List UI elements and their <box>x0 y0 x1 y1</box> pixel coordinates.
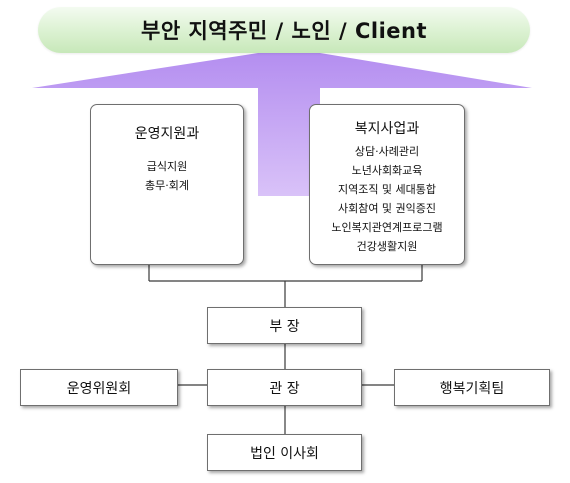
committee-label: 운영위원회 <box>66 380 132 397</box>
dept-item: 노년사회화교육 <box>351 164 423 177</box>
dept-box-welfare: 복지사업과 상담·사례관리 노년사회화교육 지역조직 및 세대통합 사회참여 및… <box>309 104 465 265</box>
manager-box: 부 장 <box>207 307 362 344</box>
committee-box: 운영위원회 <box>20 369 178 406</box>
dept-item: 상담·사례관리 <box>354 145 420 158</box>
upward-arrow <box>32 53 532 196</box>
client-banner: 부안 지역주민 / 노인 / Client <box>38 7 530 53</box>
dept-box-operations: 운영지원과 급식지원 총무·회계 <box>90 104 244 265</box>
dept-item: 총무·회계 <box>145 179 189 192</box>
team-label: 행복기획팀 <box>439 380 505 397</box>
dept-title: 운영지원과 <box>134 126 200 142</box>
director-label: 관 장 <box>269 380 300 397</box>
dept-item: 사회참여 및 권익증진 <box>337 202 437 215</box>
board-label: 법인 이사회 <box>250 445 319 462</box>
board-box: 법인 이사회 <box>207 434 362 471</box>
dept-item: 건강생활지원 <box>356 240 418 253</box>
director-box: 관 장 <box>207 369 362 406</box>
team-box: 행복기획팀 <box>394 369 550 406</box>
dept-item: 지역조직 및 세대통합 <box>337 183 437 196</box>
manager-label: 부 장 <box>269 318 300 335</box>
dept-item: 노인복지관연계프로그램 <box>331 221 443 234</box>
banner-title: 부안 지역주민 / 노인 / Client <box>141 19 427 43</box>
dept-title: 복지사업과 <box>354 121 420 137</box>
dept-item: 급식지원 <box>146 160 188 173</box>
